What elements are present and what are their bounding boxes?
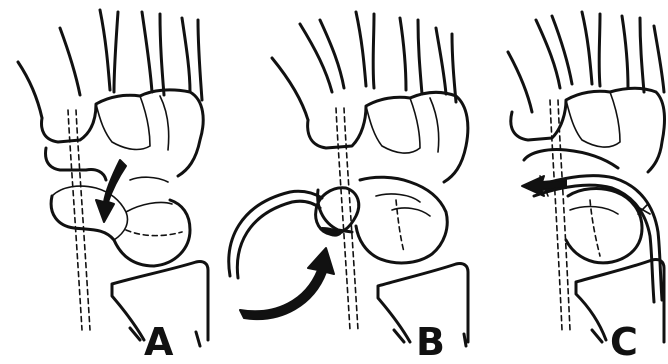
panel-a-drawing xyxy=(18,10,208,346)
panel-b-metacarpal-3 xyxy=(356,12,374,88)
panel-b-lunate-outline xyxy=(376,194,430,216)
panel-a-lunate-outline xyxy=(126,177,172,212)
panel-c-metacarpal-2 xyxy=(536,16,572,88)
panel-c-dashed-carpal xyxy=(590,200,600,256)
panel-c-metacarpal-4 xyxy=(622,16,644,92)
panel-a-carpal-lines xyxy=(96,96,169,150)
panel-a-metacarpal-2 xyxy=(60,28,80,95)
panel-a-metacarpal-4 xyxy=(142,12,164,95)
panel-b-carpal-distal xyxy=(308,92,468,182)
panel-c-drawing xyxy=(508,12,664,342)
panel-a-scaphoid-outline xyxy=(52,186,128,240)
panel-b-tendon-strip xyxy=(229,191,322,278)
panel-a-dashed-graft-path xyxy=(68,110,90,330)
panel-label-a: A xyxy=(144,322,173,362)
panel-c-label-frame xyxy=(592,330,602,342)
panel-b-drawing xyxy=(229,12,468,346)
panel-a-dashed-carpal xyxy=(126,230,182,236)
panel-a-metacarpal-1 xyxy=(18,62,42,118)
panel-a-arrow-icon xyxy=(96,160,126,222)
panel-b-metacarpal-4 xyxy=(400,18,422,94)
panel-label-b: B xyxy=(416,322,445,362)
panel-a-metacarpal-3 xyxy=(100,10,118,92)
panel-c-metacarpal-1 xyxy=(508,52,532,112)
panel-label-c: C xyxy=(610,322,638,362)
panel-c-carpal-lines xyxy=(566,92,620,147)
panel-c-metacarpal-3 xyxy=(582,12,600,86)
panel-b-curved-arrow-icon xyxy=(240,248,334,319)
panel-a-metacarpal-5 xyxy=(182,18,202,100)
panel-b-metacarpal-2 xyxy=(300,20,344,92)
panel-c-lunate-outline xyxy=(570,207,618,214)
panel-c-carpal-distal xyxy=(511,88,665,172)
panel-c-dashed-graft-path xyxy=(550,100,570,330)
panel-b-proximal-row xyxy=(318,177,448,263)
panel-c-metacarpal-5 xyxy=(654,26,664,92)
panel-b-carpal-lines xyxy=(366,98,439,153)
panel-b-metacarpal-1 xyxy=(272,58,308,120)
